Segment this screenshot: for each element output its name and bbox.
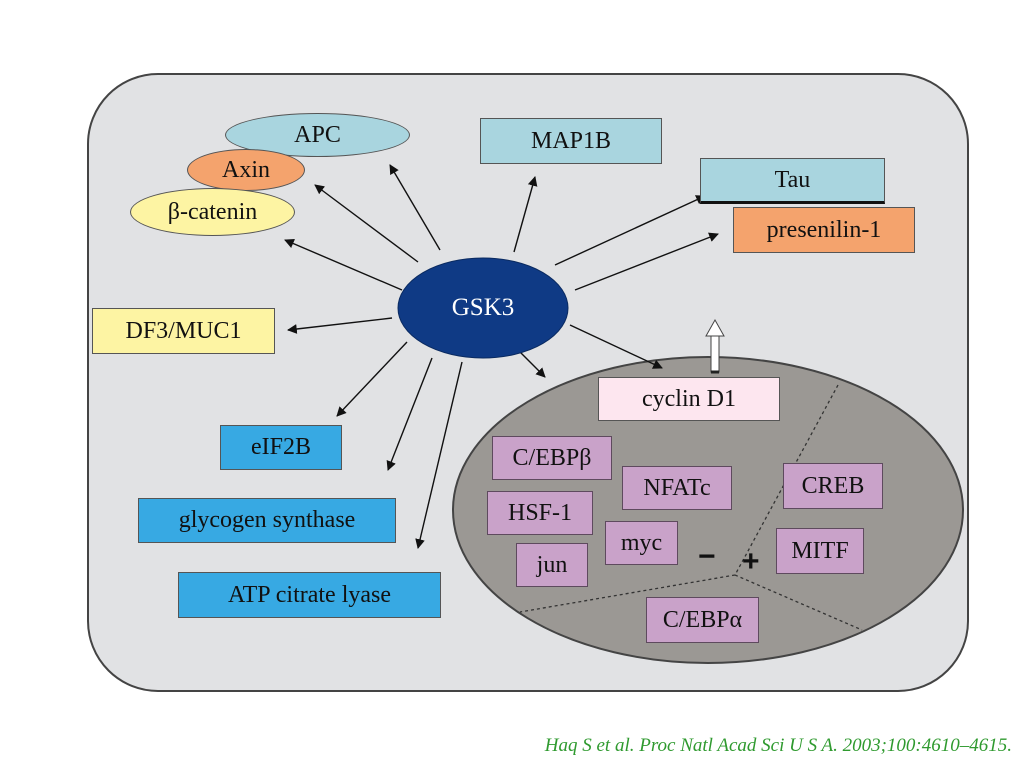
myc-node: myc <box>605 521 678 565</box>
minus-sign: − <box>698 540 716 573</box>
hsf-1-node: HSF-1 <box>487 491 593 535</box>
atp-citrate-lyase-node: ATP citrate lyase <box>178 572 441 618</box>
cyclin-d1-node: cyclin D1 <box>598 377 780 421</box>
mitf-node: MITF <box>776 528 864 574</box>
cebp-alpha-node: C/EBPα <box>646 597 759 643</box>
gsk3-label: GSK3 <box>451 294 515 321</box>
presenilin-1-node: presenilin-1 <box>733 207 915 253</box>
arrow-to-nucleus <box>519 351 546 378</box>
jun-node: jun <box>516 543 588 587</box>
tau-node: Tau <box>700 158 885 204</box>
arrow-to-df3-muc1 <box>287 317 393 334</box>
arrow-to-atp-citrate-lyase <box>415 361 463 549</box>
citation: Haq S et al. Proc Natl Acad Sci U S A. 2… <box>544 735 1012 756</box>
gsk3-arrows <box>284 164 719 549</box>
gsk3-ellipse <box>397 257 569 359</box>
beta-catenin-node: β-catenin <box>130 188 295 236</box>
eif2b-node: eIF2B <box>220 425 342 470</box>
arrow-to-map1b <box>513 176 538 253</box>
creb-node: CREB <box>783 463 883 509</box>
arrow-to-glycogen-synthase <box>386 357 433 471</box>
arrow-to-axin <box>314 184 419 263</box>
nfatc-node: NFATc <box>622 466 732 510</box>
cebp-beta-node: C/EBPβ <box>492 436 612 480</box>
cyclin-d1-up-arrow <box>705 318 725 374</box>
arrow-to-tau <box>554 195 706 266</box>
arrow-to-eif2b <box>336 341 408 417</box>
plus-sign: + <box>742 545 760 578</box>
arrow-to-presenilin <box>574 232 719 291</box>
df3-muc1-node: DF3/MUC1 <box>92 308 275 354</box>
axin-node: Axin <box>187 149 305 191</box>
glycogen-synthase-node: glycogen synthase <box>138 498 396 543</box>
arrow-to-apc <box>389 164 441 251</box>
arrow-to-beta-catenin <box>284 238 403 291</box>
map1b-node: MAP1B <box>480 118 662 164</box>
arrow-to-cyclin-d1 <box>569 324 663 369</box>
